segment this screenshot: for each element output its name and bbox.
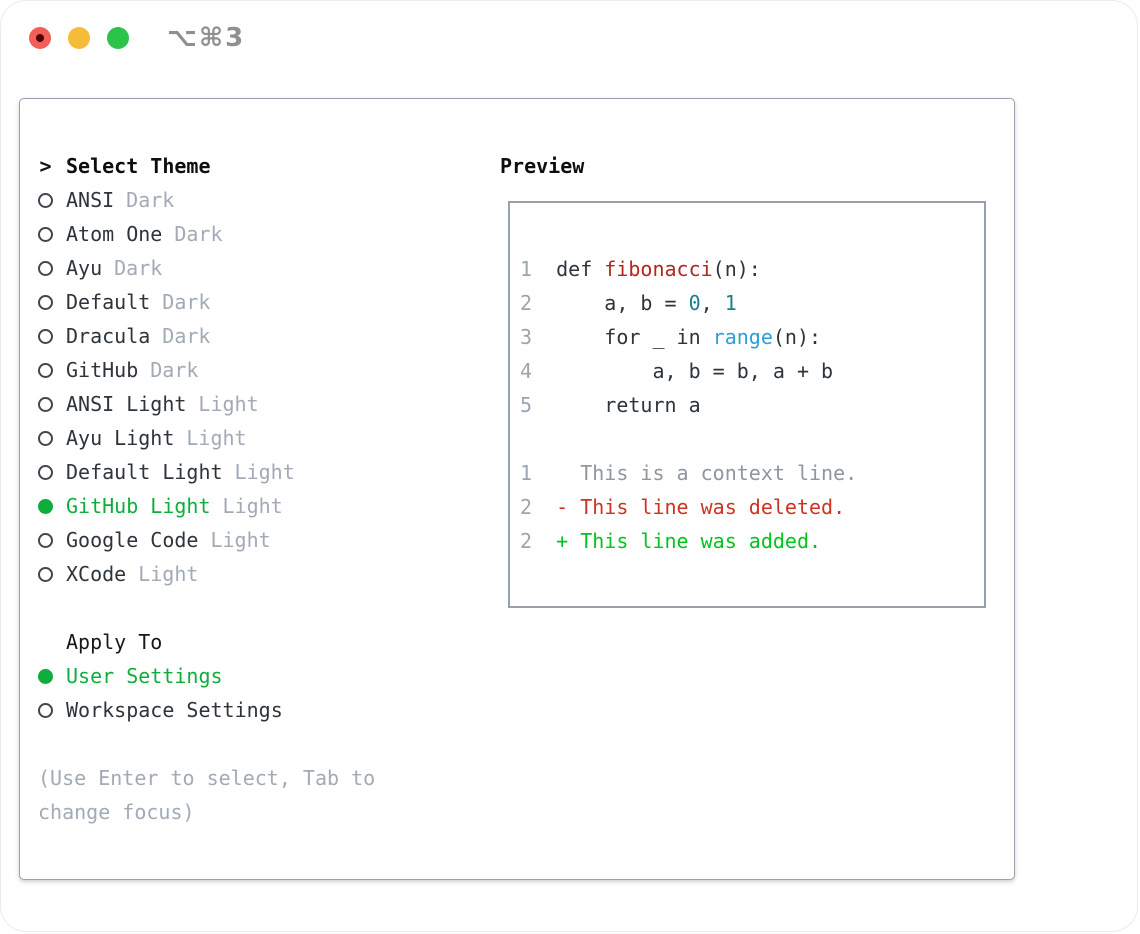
theme-option-variant: Dark xyxy=(150,358,199,382)
theme-option-label: GitHub Light xyxy=(66,494,211,518)
radio-icon xyxy=(38,532,53,548)
theme-option[interactable]: Google Code Light xyxy=(38,523,478,557)
preview-line: 5 return a xyxy=(520,393,701,417)
theme-option[interactable]: ANSI Dark xyxy=(38,183,478,217)
preview-box: 1 def fibonacci(n): 2 a, b = 0, 1 3 for _ … xyxy=(508,201,986,608)
apply-to-list: User Settings Workspace Settings xyxy=(38,659,478,727)
theme-option[interactable]: Ayu Dark xyxy=(38,251,478,285)
apply-to-option[interactable]: User Settings xyxy=(38,659,478,693)
radio-icon xyxy=(38,430,53,446)
preview-line: 3 for _ in range(n): xyxy=(520,325,822,349)
theme-option-variant: Light xyxy=(186,426,247,450)
preview-line: 2 a, b = 0, 1 xyxy=(520,291,737,315)
zoom-button[interactable] xyxy=(107,27,129,49)
preview-title: Preview xyxy=(500,154,585,178)
radio-icon xyxy=(38,566,53,582)
keyboard-hint: (Use Enter to select, Tab to change focu… xyxy=(38,766,376,824)
title-bar: ⌥⌘3 xyxy=(1,1,1137,75)
apply-to-option[interactable]: Workspace Settings xyxy=(38,693,478,727)
theme-option-variant: Light xyxy=(210,528,271,552)
radio-icon xyxy=(38,192,53,208)
theme-option-variant: Light xyxy=(198,392,259,416)
theme-option-label: Default Light xyxy=(66,460,223,484)
theme-option[interactable]: GitHub Light Light xyxy=(38,489,478,523)
theme-option-label: Atom One xyxy=(66,222,163,246)
unsaved-dot-icon xyxy=(36,34,44,42)
apply-to-option-label: User Settings xyxy=(66,664,223,688)
theme-option[interactable]: GitHub Dark xyxy=(38,353,478,387)
theme-option-label: ANSI Light xyxy=(66,392,187,416)
radio-icon xyxy=(38,396,53,412)
spacer xyxy=(38,591,478,625)
radio-icon xyxy=(38,260,53,276)
theme-option-variant: Dark xyxy=(126,188,175,212)
select-theme-header: > Select Theme xyxy=(38,149,478,183)
theme-option-label: Ayu Light xyxy=(66,426,175,450)
theme-picker-column: > Select Theme ANSI Dark Atom One Dark A… xyxy=(38,149,478,829)
theme-option[interactable]: Dracula Dark xyxy=(38,319,478,353)
preview-column: Preview 1 def fibonacci(n): 2 a, b = 0, 1… xyxy=(500,149,1000,608)
radio-icon xyxy=(38,498,53,514)
preview-line: 1 def fibonacci(n): xyxy=(520,257,761,281)
minimize-button[interactable] xyxy=(68,27,90,49)
theme-option-variant: Dark xyxy=(162,324,211,348)
theme-option-variant: Light xyxy=(138,562,199,586)
theme-picker-panel: > Select Theme ANSI Dark Atom One Dark A… xyxy=(19,98,1015,880)
radio-icon xyxy=(38,668,53,684)
radio-icon xyxy=(38,702,53,718)
theme-option-variant: Dark xyxy=(114,256,163,280)
theme-option-label: Default xyxy=(66,290,151,314)
theme-option-label: Ayu xyxy=(66,256,103,280)
theme-list: ANSI Dark Atom One Dark Ayu Dark Default… xyxy=(38,183,478,591)
theme-option-variant: Light xyxy=(222,494,283,518)
preview-line xyxy=(520,422,984,456)
theme-option-variant: Light xyxy=(234,460,295,484)
close-button[interactable] xyxy=(29,27,51,49)
spacer xyxy=(38,727,478,761)
theme-option-label: GitHub xyxy=(66,358,139,382)
theme-option-variant: Dark xyxy=(174,222,223,246)
apply-to-title: Apply To xyxy=(66,630,163,654)
theme-option-label: Dracula xyxy=(66,324,151,348)
preview-line: 1 This is a context line. xyxy=(520,461,858,485)
theme-option[interactable]: XCode Light xyxy=(38,557,478,591)
apply-to-header: Apply To xyxy=(38,625,478,659)
radio-icon xyxy=(38,464,53,480)
radio-icon xyxy=(38,226,53,242)
theme-option[interactable]: Atom One Dark xyxy=(38,217,478,251)
radio-icon xyxy=(38,362,53,378)
preview-line: 2 - This line was deleted. xyxy=(520,495,846,519)
prompt-icon: > xyxy=(39,154,52,178)
window-title: ⌥⌘3 xyxy=(167,23,246,53)
theme-option-variant: Dark xyxy=(162,290,211,314)
apply-to-option-label: Workspace Settings xyxy=(66,698,283,722)
preview-line: 4 a, b = b, a + b xyxy=(520,359,834,383)
theme-option-label: ANSI xyxy=(66,188,115,212)
theme-option[interactable]: Ayu Light Light xyxy=(38,421,478,455)
theme-option[interactable]: Default Light Light xyxy=(38,455,478,489)
theme-option[interactable]: ANSI Light Light xyxy=(38,387,478,421)
radio-icon xyxy=(38,328,53,344)
radio-icon xyxy=(38,294,53,310)
preview-line: 2 + This line was added. xyxy=(520,529,822,553)
theme-option-label: Google Code xyxy=(66,528,199,552)
theme-option-label: XCode xyxy=(66,562,127,586)
select-theme-title: Select Theme xyxy=(66,154,211,178)
theme-option[interactable]: Default Dark xyxy=(38,285,478,319)
